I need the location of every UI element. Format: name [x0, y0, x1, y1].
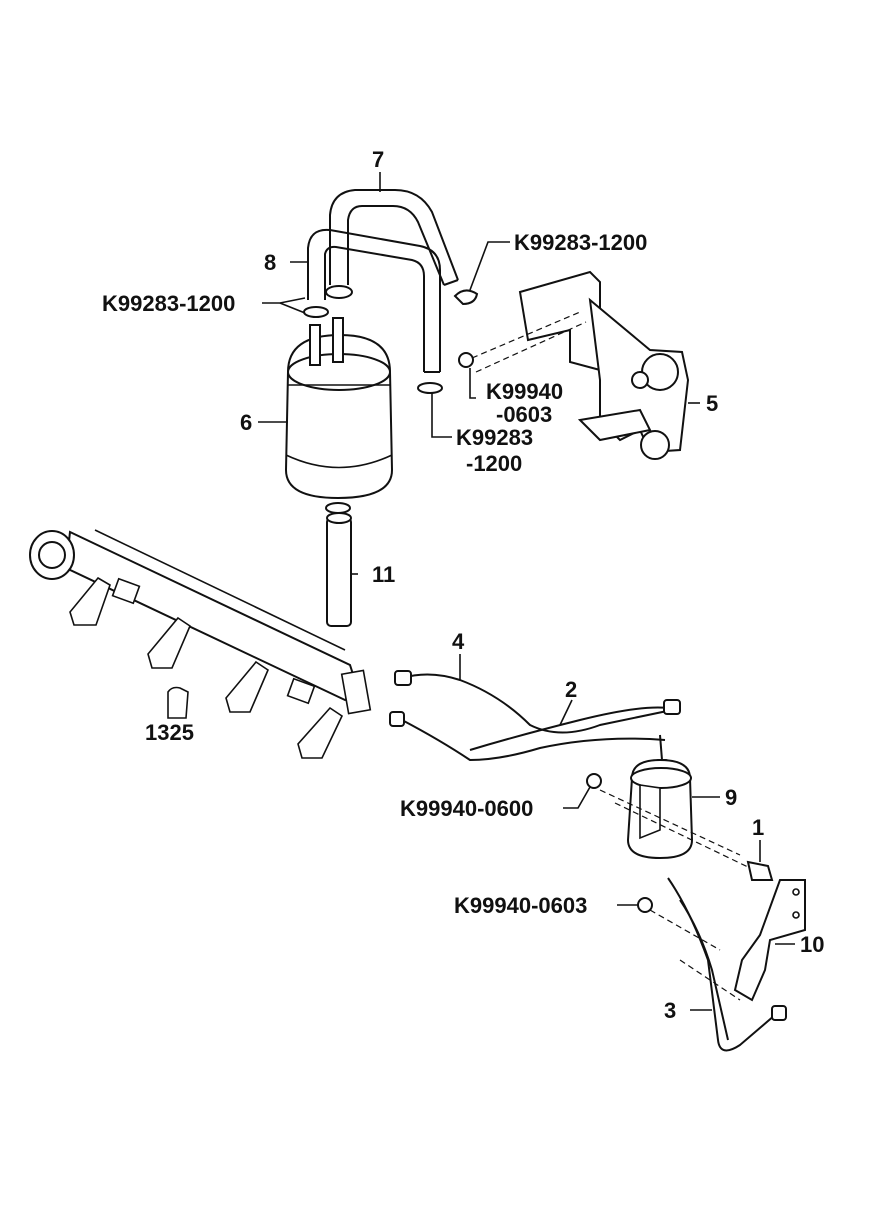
nut-upper [458, 352, 474, 368]
hose-8 [307, 228, 441, 373]
sensor-1 [746, 860, 774, 881]
label-nut-upper-a: K99940 [486, 379, 563, 404]
fuel-filter-9 [599, 758, 751, 869]
label-part-9: 9 [725, 785, 737, 810]
label-part-4: 4 [452, 629, 465, 654]
fuel-rail-injectors [29, 529, 372, 759]
label-part-3: 3 [664, 998, 676, 1023]
label-part-6: 6 [240, 410, 252, 435]
hose-11 [326, 512, 352, 627]
label-nut-upper-b: -0603 [496, 402, 552, 427]
fuel-line-3 [649, 877, 787, 1052]
part-1325-icon [167, 686, 189, 719]
label-clamp-mid-a: K99283 [456, 425, 533, 450]
fuel-line-4 [389, 670, 673, 762]
leader-lines [258, 172, 795, 1011]
hose-clamp-top [303, 285, 479, 394]
label-part-5: 5 [706, 391, 718, 416]
label-part-1: 1 [752, 815, 764, 840]
canister-6 [284, 317, 394, 514]
label-part-10: 10 [800, 932, 824, 957]
label-part-2: 2 [565, 677, 577, 702]
hose-7 [329, 189, 459, 286]
label-part-11: 11 [372, 562, 395, 587]
bracket-10 [733, 879, 806, 1002]
label-clamp-left: K99283-1200 [102, 291, 235, 316]
nut-0600 [586, 773, 602, 789]
label-part-1325: 1325 [145, 720, 194, 745]
label-nut-0603-lower: K99940-0603 [454, 893, 587, 918]
label-clamp-mid-b: -1200 [466, 451, 522, 476]
label-clamp-upper-right: K99283-1200 [514, 230, 647, 255]
valve-assembly-5 [471, 270, 690, 460]
nut-0603-lower [637, 897, 653, 913]
label-part-8: 8 [264, 250, 276, 275]
label-nut-0600: K99940-0600 [400, 796, 533, 821]
label-part-7: 7 [372, 147, 384, 172]
